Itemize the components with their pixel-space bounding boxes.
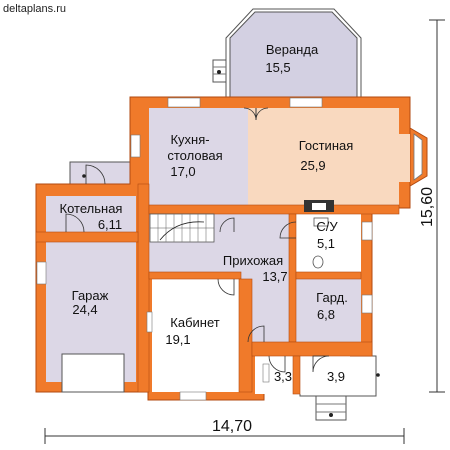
living-name: Гостиная xyxy=(299,138,354,153)
hall-name: Прихожая xyxy=(223,253,283,268)
kitchen-area: 17,0 xyxy=(170,164,195,179)
wc-floor xyxy=(296,214,361,272)
wardrobe-area: 6,8 xyxy=(317,307,335,322)
veranda-light xyxy=(217,70,221,74)
garage-area: 24,4 xyxy=(72,302,97,317)
dimension-width: 14,70 xyxy=(44,418,405,444)
boiler-name: Котельная xyxy=(60,201,123,216)
kitchen-name-2: столовая xyxy=(167,148,222,163)
room-label-kitchen: Кухня- столовая 17,0 xyxy=(167,132,222,179)
entrance-light xyxy=(329,413,333,417)
wc-sink xyxy=(313,217,329,227)
veranda-name: Веранда xyxy=(266,42,319,57)
wall-light xyxy=(376,373,380,377)
width-label: 14,70 xyxy=(212,418,252,435)
garage-name: Гараж xyxy=(72,288,109,303)
hall-area: 13,7 xyxy=(262,269,287,284)
room-label-boiler: Котельная 6,11 xyxy=(60,201,123,232)
room-label-living: Гостиная 25,9 xyxy=(299,138,354,173)
study-floor xyxy=(152,279,239,392)
fireplace xyxy=(304,200,334,212)
veranda xyxy=(212,8,362,100)
site-label: deltaplans.ru xyxy=(3,3,66,15)
room-label-garage: Гараж 24,4 xyxy=(72,288,109,317)
windows xyxy=(36,97,373,401)
room-label-hall: Прихожая 13,7 xyxy=(223,253,288,284)
kitchen-floor xyxy=(149,108,248,205)
depth-label: 15,60 xyxy=(419,187,436,227)
dimension-depth: 15,60 xyxy=(419,19,445,393)
study-name: Кабинет xyxy=(170,315,219,330)
living-area: 25,9 xyxy=(300,158,325,173)
garage-door xyxy=(61,353,125,393)
wall-light xyxy=(82,174,86,178)
interior-walls xyxy=(35,183,400,395)
wardrobe-name: Гард. xyxy=(316,290,348,305)
storage-area: 3,3 xyxy=(274,369,292,384)
wc-area: 5,1 xyxy=(317,236,335,251)
wardrobe-floor xyxy=(296,279,361,342)
kitchen-name-1: Кухня- xyxy=(170,132,209,147)
study-area: 19,1 xyxy=(165,332,190,347)
room-label-veranda: Веранда 15,5 xyxy=(265,42,319,75)
wc-toilet xyxy=(312,255,324,269)
room-label-study: Кабинет 19,1 xyxy=(165,315,219,347)
room-label-wc: С/У 5,1 xyxy=(316,219,338,251)
vestibule-area: 3,9 xyxy=(327,369,345,384)
storage-floor xyxy=(255,356,293,394)
room-label-wardrobe: Гард. 6,8 xyxy=(316,290,348,322)
living-bay-floor xyxy=(399,134,410,182)
wc-name: С/У xyxy=(316,219,338,234)
veranda-area: 15,5 xyxy=(265,60,290,75)
boiler-floor xyxy=(46,196,136,232)
doors xyxy=(65,107,330,373)
living-floor xyxy=(248,108,399,205)
staircase xyxy=(149,213,215,243)
boiler-area: 6,11 xyxy=(98,217,122,232)
vestibule-floor xyxy=(300,356,350,394)
